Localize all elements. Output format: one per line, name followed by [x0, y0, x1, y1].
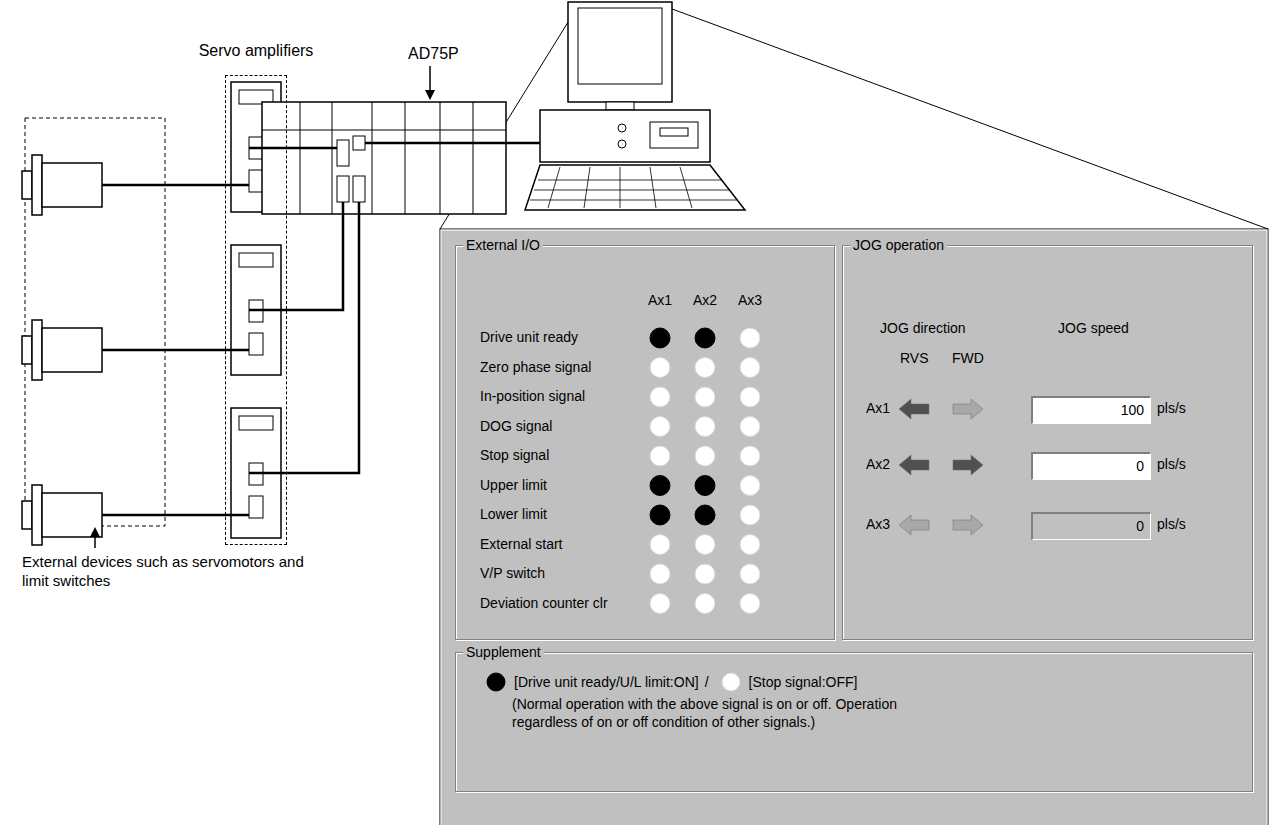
signal-name: External start [480, 536, 562, 553]
column-header: JOG speed [1058, 320, 1129, 337]
status-lamp [740, 358, 760, 378]
status-lamp [650, 446, 670, 466]
unit-text: pls/s [1157, 456, 1186, 473]
legend-row: [Drive unit ready/U/L limit:ON] / [Stop si… [480, 671, 857, 693]
column-header: Ax2 [693, 292, 717, 309]
signal-name: Stop signal [480, 447, 549, 464]
column-header: RVS [900, 350, 929, 367]
status-lamp [650, 358, 670, 378]
column-header: Ax3 [738, 292, 762, 309]
status-lamp [650, 476, 670, 496]
signal-name: Deviation counter clr [480, 595, 608, 612]
speed-input: 100 [1031, 396, 1151, 424]
jog-arrow [953, 455, 983, 475]
signal-name: Lower limit [480, 506, 547, 523]
status-lamp [695, 358, 715, 378]
status-lamp [695, 328, 715, 348]
legend-text: [Drive unit ready/U/L limit:ON] [514, 674, 699, 691]
speed-value: 0 [1136, 518, 1144, 534]
signal-name: In-position signal [480, 388, 585, 405]
column-header: FWD [952, 350, 984, 367]
jog-arrow [899, 399, 929, 419]
status-lamp [650, 535, 670, 555]
callout-text: External devices such as servomotors and… [22, 552, 307, 590]
status-lamp [695, 564, 715, 584]
signal-name: Zero phase signal [480, 359, 591, 376]
note-text: (Normal operation with the above signal … [512, 695, 952, 731]
status-lamp [650, 387, 670, 407]
signal-name: V/P switch [480, 565, 545, 582]
status-lamp [695, 417, 715, 437]
jog-arrow [953, 399, 983, 419]
status-lamp [695, 446, 715, 466]
status-lamp [695, 476, 715, 496]
status-lamp [740, 476, 760, 496]
status-lamp [650, 417, 670, 437]
status-lamp [650, 328, 670, 348]
legend-text: / [705, 674, 709, 691]
status-lamp [650, 505, 670, 525]
group-heading: JOG operation [850, 237, 947, 253]
jog-arrow [899, 455, 929, 475]
group-heading: Servo amplifiers [199, 42, 314, 60]
axis-name: Ax3 [866, 516, 890, 533]
status-lamp [650, 594, 670, 614]
status-lamp [740, 535, 760, 555]
status-lamp [740, 594, 760, 614]
column-header: JOG direction [880, 320, 966, 337]
device-label: AD75P [408, 44, 459, 63]
signal-name: DOG signal [480, 418, 552, 435]
speed-input: 0 [1031, 452, 1151, 480]
jog-arrow [899, 515, 929, 535]
unit-text: pls/s [1157, 400, 1186, 417]
speed-input: 0 [1031, 512, 1151, 540]
speed-value: 0 [1136, 458, 1144, 474]
status-lamp [740, 387, 760, 407]
status-lamp [740, 564, 760, 584]
legend-lamp [484, 671, 508, 693]
axis-name: Ax2 [866, 456, 890, 473]
axis-name: Ax1 [866, 400, 890, 417]
status-lamp [740, 417, 760, 437]
group-box: JOG operation10000 [842, 245, 1253, 640]
legend-text: [Stop signal:OFF] [749, 674, 858, 691]
status-lamp [695, 535, 715, 555]
status-lamp [740, 505, 760, 525]
column-header: Ax1 [648, 292, 672, 309]
unit-text: pls/s [1157, 516, 1186, 533]
status-lamp [740, 328, 760, 348]
signal-name: Upper limit [480, 477, 547, 494]
status-lamp [740, 446, 760, 466]
status-lamp [650, 564, 670, 584]
speed-value: 100 [1121, 402, 1144, 418]
device-group: Servo amplifiers [225, 75, 287, 545]
status-lamp [695, 505, 715, 525]
status-lamp [695, 594, 715, 614]
legend-lamp [719, 671, 743, 693]
group-heading: External I/O [463, 237, 543, 253]
status-lamp [695, 387, 715, 407]
group-heading: Supplement [463, 644, 544, 660]
signal-name: Drive unit ready [480, 329, 578, 346]
group-box: Supplement[Drive unit ready/U/L limit:ON… [455, 652, 1253, 792]
jog-arrow [953, 515, 983, 535]
